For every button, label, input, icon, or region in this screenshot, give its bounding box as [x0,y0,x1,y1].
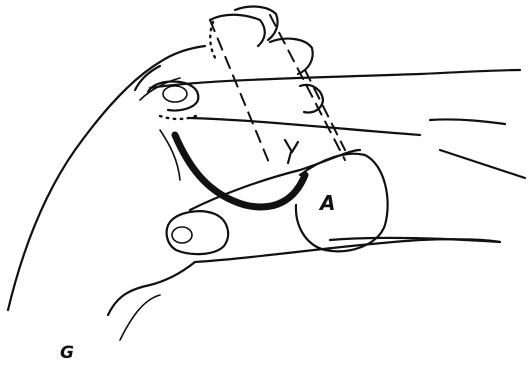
movement-arc [175,135,305,207]
figure-letter-label: G [60,343,74,363]
region-a-label: A [318,191,335,215]
examiner-thumb [167,211,228,254]
left-hand-outline [8,46,205,340]
dashed-reference-lines [210,15,345,165]
direction-arrow-icon [285,140,298,163]
curled-fingers [160,7,323,119]
patient-arm-outline [148,70,525,262]
